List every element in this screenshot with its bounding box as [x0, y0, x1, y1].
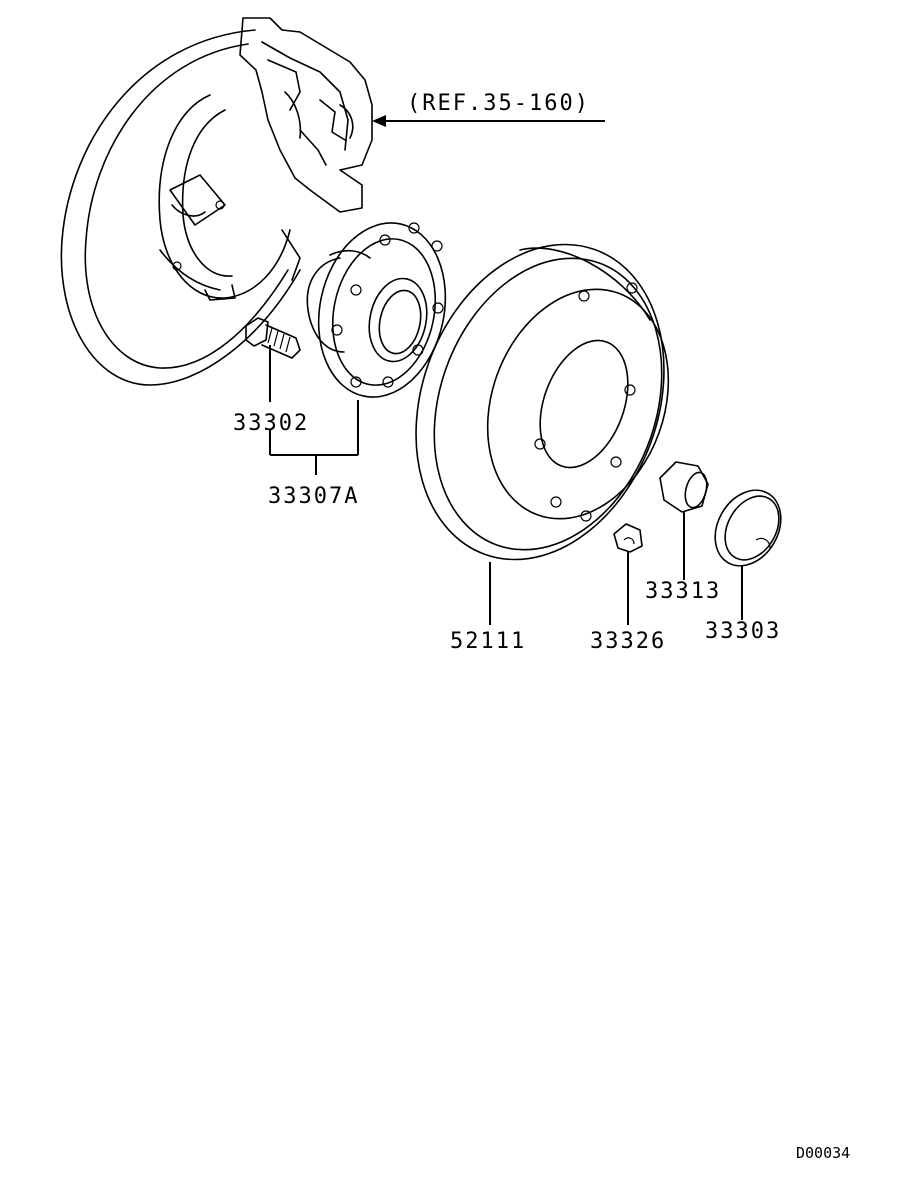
brake-disc-label: 52111: [450, 629, 526, 654]
brake-disc-part: 52111: [415, 243, 670, 654]
screw-label: 33326: [590, 629, 666, 654]
screw-part: 33326: [590, 523, 666, 654]
hub-nut-label: 33313: [645, 579, 721, 604]
hub-assembly-part: 33307A: [268, 222, 447, 509]
diagram-code: D00034: [796, 1144, 850, 1162]
stud-bolt-part: 33302: [233, 317, 309, 436]
reference-callout: (REF.35-160): [372, 91, 605, 127]
hub-nut-part: 33313: [645, 461, 721, 604]
stud-bolt-label: 33302: [233, 411, 309, 436]
hub-assembly-label: 33307A: [268, 484, 359, 509]
backing-plate-assembly: [60, 17, 373, 386]
hub-cap-label: 33303: [705, 619, 781, 644]
hub-cap-part: 33303: [705, 489, 782, 644]
reference-label: (REF.35-160): [407, 91, 590, 116]
